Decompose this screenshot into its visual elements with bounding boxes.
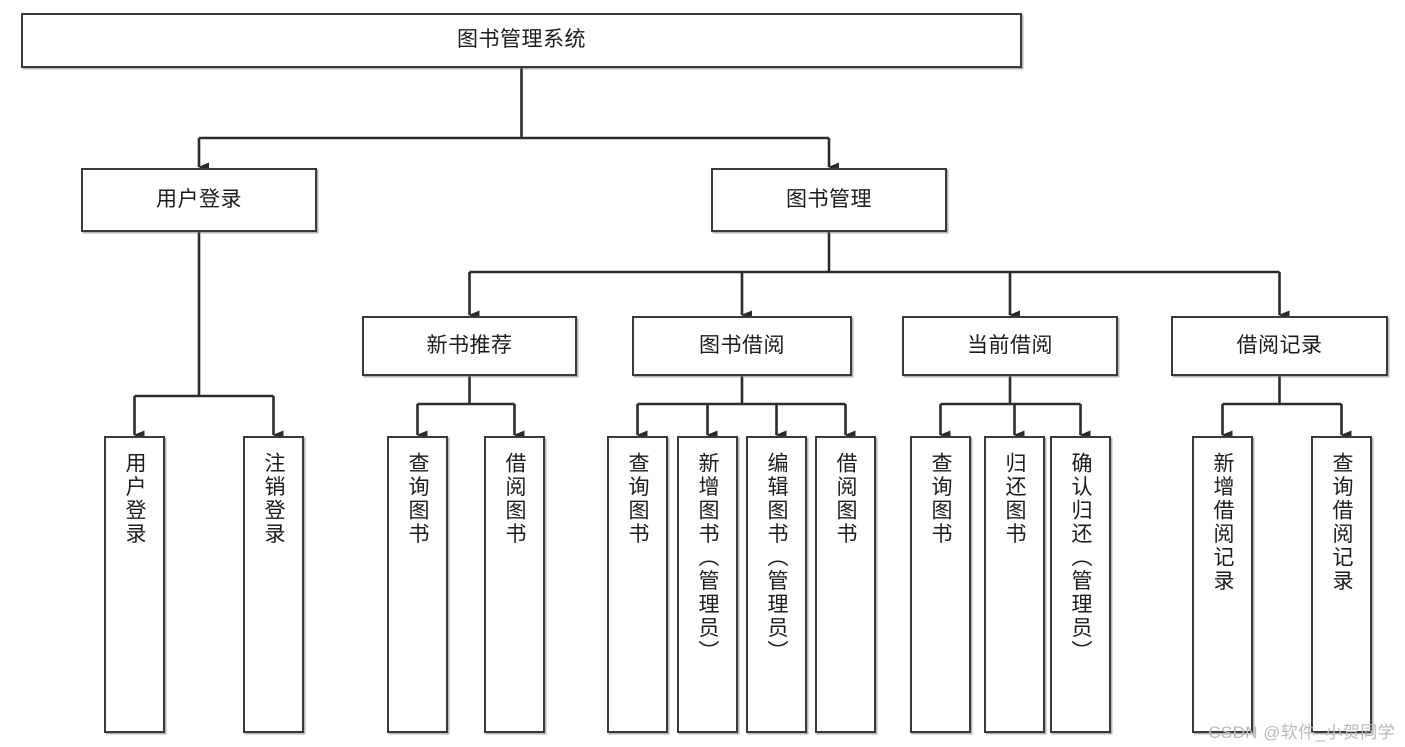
node-leaf-query-book-current[interactable]: 查询图书: [910, 436, 971, 733]
node-label: 当前借阅: [967, 333, 1053, 357]
node-leaf-user-login[interactable]: 用户登录: [104, 436, 165, 733]
node-current-borrow[interactable]: 当前借阅: [902, 316, 1118, 376]
node-user-login[interactable]: 用户登录: [81, 168, 317, 232]
node-leaf-add-borrow-record[interactable]: 新增借阅记录: [1192, 436, 1253, 733]
node-label: 确认归还（管理员）: [1069, 452, 1093, 664]
node-label: 图书借阅: [699, 333, 785, 357]
node-label: 查询借阅记录: [1330, 452, 1354, 593]
node-label: 图书管理: [786, 187, 872, 211]
node-label: 借阅图书: [503, 452, 527, 546]
node-new-book-recommend[interactable]: 新书推荐: [362, 316, 577, 376]
node-leaf-edit-book[interactable]: 编辑图书（管理员）: [746, 436, 807, 733]
node-label: 归还图书: [1003, 452, 1027, 546]
node-leaf-user-logout[interactable]: 注销登录: [243, 436, 304, 733]
node-label: 新增图书（管理员）: [696, 452, 720, 664]
node-leaf-borrow-book[interactable]: 借阅图书: [815, 436, 876, 733]
node-label: 注销登录: [262, 452, 286, 546]
node-leaf-query-book-borrow[interactable]: 查询图书: [607, 436, 668, 733]
node-leaf-query-borrow-record[interactable]: 查询借阅记录: [1311, 436, 1372, 733]
node-book-borrow[interactable]: 图书借阅: [632, 316, 852, 376]
node-leaf-add-book[interactable]: 新增图书（管理员）: [677, 436, 738, 733]
node-leaf-confirm-return[interactable]: 确认归还（管理员）: [1050, 436, 1111, 733]
node-borrow-record[interactable]: 借阅记录: [1171, 316, 1388, 376]
node-label: 用户登录: [156, 187, 242, 211]
node-root[interactable]: 图书管理系统: [21, 13, 1022, 68]
node-label: 图书管理系统: [457, 28, 586, 52]
node-label: 查询图书: [626, 452, 650, 546]
node-label: 查询图书: [406, 452, 430, 546]
node-label: 借阅图书: [834, 452, 858, 546]
node-leaf-return-book[interactable]: 归还图书: [984, 436, 1045, 733]
node-label: 新增借阅记录: [1211, 452, 1235, 593]
csdn-watermark: CSDN @软件_小贺同学: [1208, 723, 1395, 742]
node-label: 用户登录: [123, 452, 147, 546]
node-leaf-query-book-recommend[interactable]: 查询图书: [387, 436, 448, 733]
node-label: 新书推荐: [426, 333, 513, 357]
node-label: 查询图书: [929, 452, 953, 546]
node-label: 借阅记录: [1236, 333, 1323, 357]
node-label: 编辑图书（管理员）: [765, 452, 789, 664]
node-book-management[interactable]: 图书管理: [711, 168, 947, 232]
node-leaf-borrow-book-recommend[interactable]: 借阅图书: [484, 436, 545, 733]
